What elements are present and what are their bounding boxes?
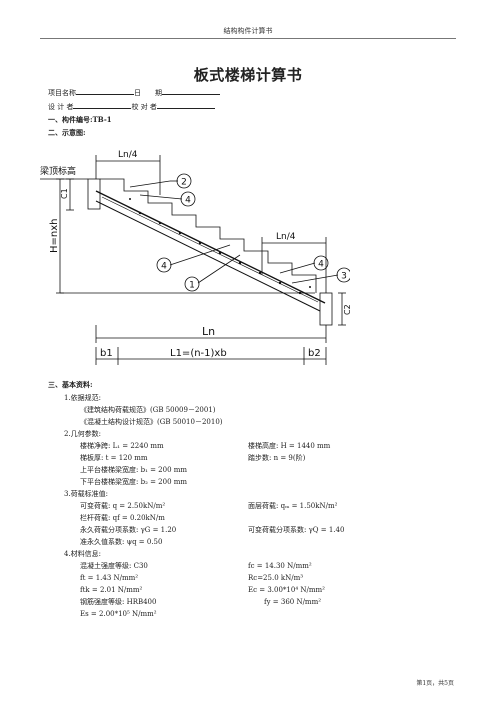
ln4-right-label: Ln/4 bbox=[276, 232, 296, 242]
mat-row-3-left: ftk = 2.01 N/mm² bbox=[80, 586, 143, 594]
marker-3: 3 bbox=[341, 272, 347, 282]
marker-1: 1 bbox=[189, 281, 195, 291]
load-row-3-right: 可变荷载分项系数: γQ = 1.40 bbox=[248, 526, 345, 534]
ln-label: Ln bbox=[202, 325, 215, 338]
info-row-1: 项目名称 日 期 bbox=[48, 87, 220, 98]
geometry-heading: 2.几何参数: bbox=[64, 430, 102, 438]
stair-diagram: 2 4 4 1 4 3 梁顶标高 Ln/4 Ln/4 C1 H=nxh C2 L… bbox=[40, 150, 350, 365]
header-rule bbox=[40, 38, 456, 39]
checker-label: 校 对 者 bbox=[131, 103, 157, 111]
marker-4c: 4 bbox=[318, 260, 324, 270]
project-label: 项目名称 bbox=[48, 89, 76, 97]
date-blank[interactable] bbox=[162, 87, 220, 95]
date-label: 日 期 bbox=[134, 89, 162, 97]
info-row-2: 设 计 者校 对 者 bbox=[48, 101, 215, 112]
designer-label: 设 计 者 bbox=[48, 103, 74, 111]
h-label: H=nxh bbox=[49, 219, 60, 254]
geo-row-1-left: 楼梯净跨: L₁ = 2240 mm bbox=[80, 442, 164, 450]
beam-top-label: 梁顶标高 bbox=[40, 165, 76, 177]
b2-label: b2 bbox=[308, 348, 321, 359]
section-3-heading: 三、基本资料: bbox=[48, 380, 93, 389]
c1-label: C1 bbox=[60, 188, 69, 199]
geo-row-4-left: 下平台楼梯梁宽度: b₂ = 200 mm bbox=[80, 478, 188, 486]
marker-2: 2 bbox=[181, 178, 187, 188]
section-1-heading: 一、构件编号:TB-1 bbox=[48, 115, 112, 124]
geo-row-2-right: 踏步数: n = 9(阶) bbox=[248, 454, 306, 462]
b1-label: b1 bbox=[100, 348, 113, 359]
load-row-4-left: 准永久值系数: ψq = 0.50 bbox=[80, 538, 163, 546]
material-heading: 4.材料信息: bbox=[64, 550, 102, 558]
geo-row-2-left: 梯板厚: t = 120 mm bbox=[80, 454, 148, 462]
mat-row-4-left: 钢筋强度等级: HRB400 bbox=[80, 598, 157, 606]
mat-row-2-left: ft = 1.43 N/mm² bbox=[80, 574, 139, 582]
l1-label: L1=(n-1)xb bbox=[170, 348, 227, 359]
marker-4a: 4 bbox=[185, 196, 191, 206]
mat-row-5-left: Es = 2.00*10⁵ N/mm² bbox=[80, 610, 157, 618]
designer-blank[interactable] bbox=[73, 101, 132, 109]
load-heading: 3.荷载标准值: bbox=[64, 490, 109, 498]
project-blank[interactable] bbox=[76, 87, 134, 95]
geo-row-1-right: 楼梯高度: H = 1440 mm bbox=[248, 442, 331, 450]
code-1: 《建筑结构荷载规范》(GB 50009－2001) bbox=[80, 406, 216, 414]
mat-row-3-right: Ec = 3.00*10⁴ N/mm² bbox=[248, 586, 325, 594]
section-2-heading: 二、示意图: bbox=[48, 128, 86, 137]
load-row-2-left: 栏杆荷载: qf = 0.20kN/m bbox=[80, 514, 165, 522]
load-row-1-right: 面层荷载: qₘ = 1.50kN/m² bbox=[248, 502, 338, 510]
c2-label: C2 bbox=[343, 304, 350, 315]
document-title: 板式楼梯计算书 bbox=[193, 66, 303, 84]
load-row-3-left: 永久荷载分项系数: γG = 1.20 bbox=[80, 526, 177, 534]
page-number: 第1页，共5页 bbox=[416, 680, 454, 687]
load-row-1-left: 可变荷载: q = 2.50kN/m² bbox=[80, 502, 166, 510]
ln4-top-label: Ln/4 bbox=[118, 150, 138, 160]
bottom-beam-rect bbox=[319, 292, 333, 326]
mat-row-1-left: 混凝土强度等级: C30 bbox=[80, 562, 148, 570]
mat-row-4-right: fy = 360 N/mm² bbox=[264, 598, 322, 606]
marker-4b: 4 bbox=[161, 262, 167, 272]
checker-blank[interactable] bbox=[156, 101, 215, 109]
geo-row-3-left: 上平台楼梯梁宽度: b₁ = 200 mm bbox=[80, 466, 188, 474]
mat-row-1-right: fc = 14.30 N/mm² bbox=[248, 562, 312, 570]
basis-heading: 1.依据规范: bbox=[64, 394, 102, 402]
top-beam-rect bbox=[87, 178, 101, 210]
code-2: 《混凝土结构设计规范》(GB 50010－2010) bbox=[80, 418, 223, 426]
page-header: 结构构件计算书 bbox=[223, 27, 273, 35]
mat-row-2-right: Rc=25.0 kN/m³ bbox=[248, 574, 304, 582]
